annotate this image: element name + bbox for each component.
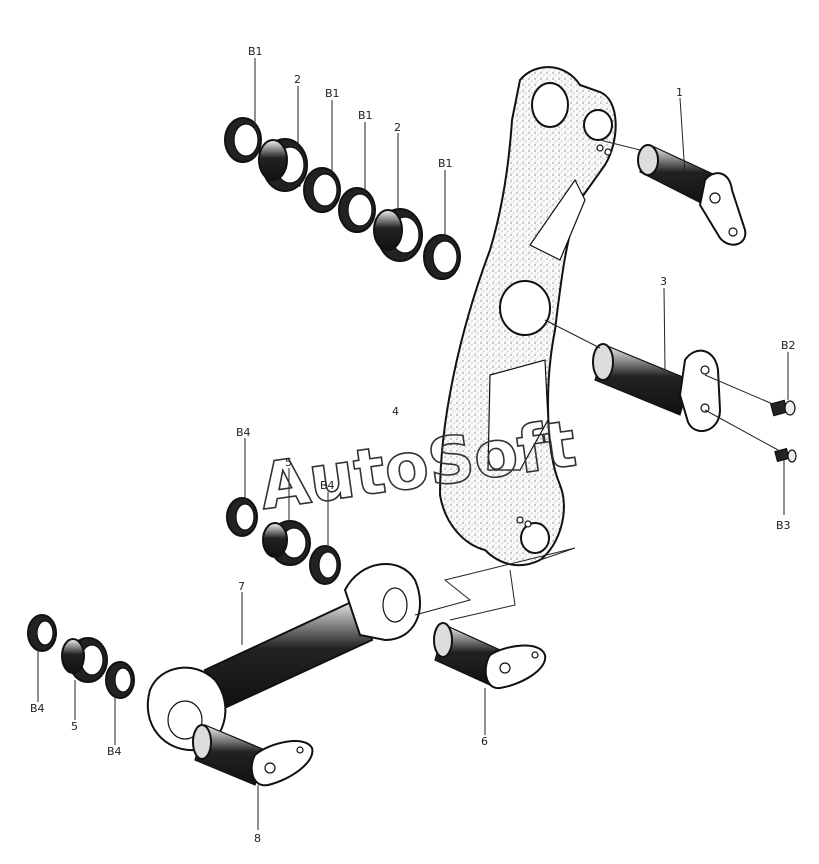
label-5: 5 bbox=[285, 456, 292, 469]
ring-b4-d bbox=[105, 661, 135, 699]
ring-b1-b bbox=[303, 167, 341, 213]
middle-bushing-stack bbox=[226, 497, 341, 585]
label-b1: B1 bbox=[248, 45, 263, 58]
label-2: 2 bbox=[394, 121, 401, 134]
ring-b4-a bbox=[226, 497, 258, 537]
top-bushing-stack bbox=[224, 117, 461, 280]
label-b1: B1 bbox=[358, 109, 373, 122]
bolt-b2 bbox=[769, 399, 796, 417]
label-b4: B4 bbox=[236, 426, 251, 439]
bolt-b3 bbox=[774, 447, 797, 463]
ring-b1-d bbox=[423, 234, 461, 280]
label-b3: B3 bbox=[776, 519, 791, 532]
label-b4: B4 bbox=[107, 745, 122, 758]
sleeve-5-a bbox=[262, 520, 311, 566]
label-5: 5 bbox=[71, 720, 78, 733]
label-b4: B4 bbox=[30, 702, 45, 715]
callout-labels: B1 2 B1 B1 2 B1 1 3 B2 B3 4 B4 5 B4 7 B4… bbox=[30, 45, 796, 845]
pin-part-6 bbox=[433, 622, 547, 690]
label-7: 7 bbox=[238, 580, 245, 593]
label-8: 8 bbox=[254, 832, 261, 845]
label-6: 6 bbox=[481, 735, 488, 748]
ring-b1-c bbox=[338, 187, 376, 233]
ring-b4-b bbox=[309, 545, 341, 585]
label-b2: B2 bbox=[781, 339, 796, 352]
pin-part-3 bbox=[592, 343, 722, 432]
sleeve-2-a bbox=[258, 138, 308, 192]
label-b1: B1 bbox=[438, 157, 453, 170]
label-1: 1 bbox=[676, 86, 683, 99]
lower-bushing-stack bbox=[27, 614, 135, 699]
ring-b4-c bbox=[27, 614, 57, 652]
link-rod-part-7 bbox=[146, 563, 421, 752]
pin-part-8 bbox=[192, 724, 314, 787]
pin-part-1 bbox=[637, 144, 747, 246]
label-4: 4 bbox=[392, 405, 399, 418]
label-2: 2 bbox=[294, 73, 301, 86]
sleeve-2-b bbox=[373, 208, 423, 262]
sleeve-5-b bbox=[61, 637, 108, 683]
label-3: 3 bbox=[660, 275, 667, 288]
label-b4: B4 bbox=[320, 479, 335, 492]
ring-b1-a bbox=[224, 117, 262, 163]
leader-lines bbox=[37, 58, 789, 830]
label-b1: B1 bbox=[325, 87, 340, 100]
lever-arm-part bbox=[438, 66, 617, 567]
